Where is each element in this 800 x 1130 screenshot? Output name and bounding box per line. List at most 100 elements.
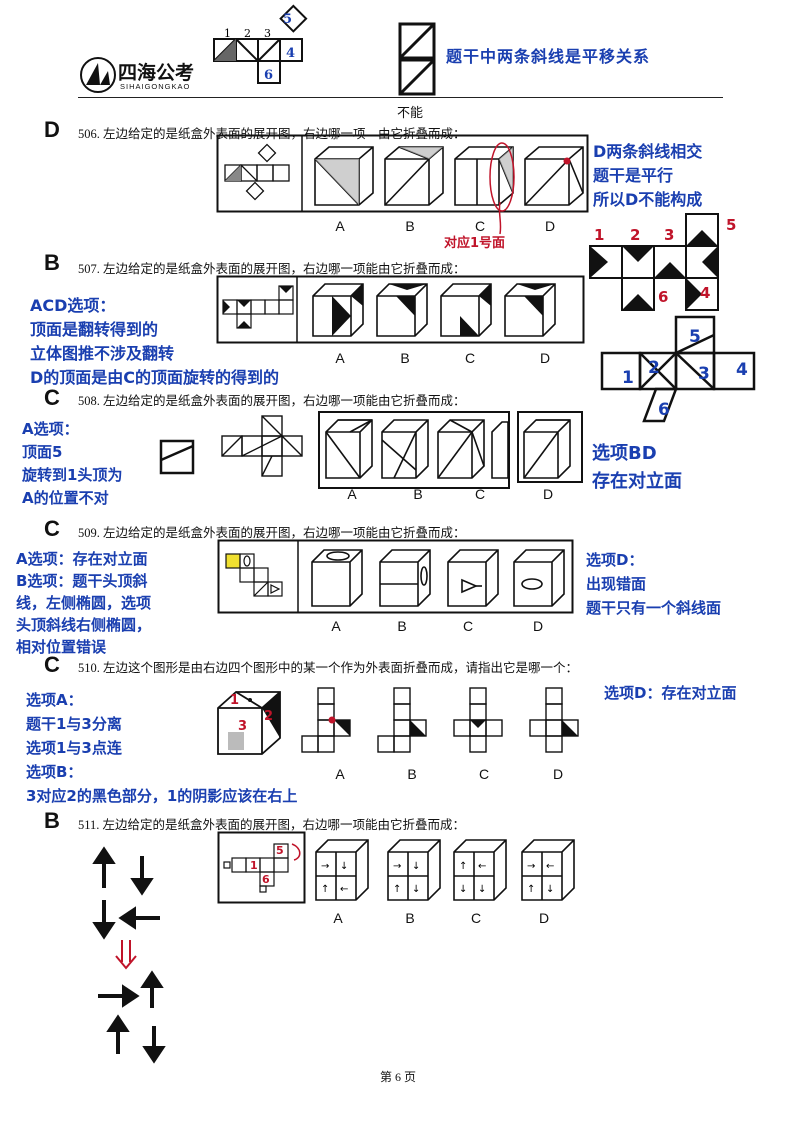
- svg-text:2: 2: [244, 27, 251, 40]
- question-507-figure: [216, 275, 585, 344]
- question-507-text: 507. 左边给定的是纸盒外表面的展开图，右边哪一项能由它折叠而成：: [78, 262, 466, 276]
- svg-text:1: 1: [230, 693, 239, 708]
- option-511-b[interactable]: B: [405, 910, 415, 926]
- svg-text:←: ←: [546, 861, 554, 872]
- svg-text:1: 1: [594, 226, 604, 244]
- note-506: D两条斜线相交 题干是平行 所以D不能构成: [593, 142, 703, 209]
- option-511-c[interactable]: C: [470, 910, 482, 926]
- logo-text: 四海公考: [118, 62, 195, 84]
- svg-text:1: 1: [622, 368, 634, 388]
- header-net-diagram: 1 2 3 4 5 6: [213, 4, 308, 84]
- svg-text:→: →: [321, 861, 329, 872]
- option-511-d[interactable]: D: [538, 910, 550, 926]
- option-509-c[interactable]: C: [462, 618, 474, 634]
- svg-text:↓: ↓: [412, 884, 420, 895]
- svg-text:↓: ↓: [459, 884, 467, 895]
- svg-text:3: 3: [238, 719, 247, 734]
- option-507-b[interactable]: B: [400, 350, 410, 366]
- option-506-a[interactable]: A: [335, 218, 345, 234]
- svg-text:→: →: [393, 861, 401, 872]
- question-506-figure: [216, 134, 589, 213]
- option-509-a[interactable]: A: [331, 618, 341, 634]
- svg-text:5: 5: [276, 844, 284, 857]
- option-506-d[interactable]: D: [544, 218, 556, 234]
- svg-text:2: 2: [630, 226, 640, 244]
- question-508-text: 508. 左边给定的是纸盒外表面的展开图，右边哪一项能由它折叠而成：: [78, 394, 466, 408]
- question-509-figure: [217, 539, 574, 614]
- option-506-b[interactable]: B: [405, 218, 415, 234]
- option-510-d[interactable]: D: [552, 766, 564, 782]
- option-509-d[interactable]: D: [532, 618, 544, 634]
- header-note: 题干中两条斜线是平移关系: [446, 47, 651, 66]
- page-number: 第 6 页: [380, 1070, 417, 1084]
- svg-text:5: 5: [689, 327, 701, 347]
- svg-text:3: 3: [698, 364, 710, 384]
- svg-text:5: 5: [726, 216, 736, 234]
- logo-icon: [80, 57, 116, 93]
- option-507-d[interactable]: D: [539, 350, 551, 366]
- option-508-d[interactable]: D: [542, 486, 554, 502]
- option-511-a[interactable]: A: [333, 910, 343, 926]
- answer-509: C: [44, 516, 60, 541]
- svg-text:3: 3: [264, 27, 271, 40]
- note-510: 选项A： 题干1与3分离 选项1与3点连 选项B： 3对应2的黑色部分，1的阴影…: [26, 691, 298, 805]
- svg-text:4: 4: [700, 284, 710, 302]
- option-510-c[interactable]: C: [478, 766, 490, 782]
- svg-text:←: ←: [340, 884, 348, 895]
- svg-text:6: 6: [658, 288, 668, 306]
- header-divider: [78, 97, 723, 98]
- note-508: A选项： 顶面5 旋转到1头顶为 A的位置不对: [22, 420, 123, 507]
- parallel-lines-diagram: [398, 22, 436, 96]
- question-508-figure-d: [517, 411, 583, 483]
- note-509: A选项：存在对立面 B选项：题干头顶斜 线，左侧椭圆，选项 头顶斜线右侧椭圆， …: [16, 550, 152, 656]
- svg-text:↑: ↑: [321, 884, 329, 895]
- right-note-510: 选项D：存在对立面: [604, 684, 737, 702]
- svg-text:6: 6: [264, 68, 273, 83]
- option-508-b[interactable]: B: [413, 486, 423, 502]
- svg-text:6: 6: [658, 400, 670, 420]
- svg-text:5: 5: [283, 12, 292, 27]
- svg-text:1: 1: [224, 27, 231, 40]
- logo-subtext: SIHAIGONGKAO: [120, 82, 191, 91]
- option-506-c[interactable]: C: [474, 218, 486, 234]
- question-510-figure: 1 2 3: [217, 687, 579, 755]
- option-508-a[interactable]: A: [347, 486, 357, 502]
- svg-text:1: 1: [250, 859, 258, 872]
- answer-506: D: [44, 117, 60, 142]
- red-note-506: 对应1号面: [444, 236, 506, 251]
- question-510-text: 510. 左边这个图形是由右边四个图形中的某一个作为外表面折叠而成，请指出它是哪…: [78, 661, 579, 675]
- svg-text:↑: ↑: [459, 861, 467, 872]
- question-508-numbered-net: 5 1 2 3 4 6: [600, 315, 756, 423]
- note-508-square-icon: [159, 439, 195, 475]
- svg-text:↓: ↓: [478, 884, 486, 895]
- note-507: ACD选项： 顶面是翻转得到的 立体图推不涉及翻转 D的顶面是由C的顶面旋转的得…: [30, 296, 280, 387]
- svg-text:3: 3: [664, 226, 674, 244]
- svg-text:↓: ↓: [412, 861, 420, 872]
- question-507-annotated-net: 1 2 3 5 6 4: [589, 213, 736, 311]
- svg-text:↓: ↓: [340, 861, 348, 872]
- option-509-b[interactable]: B: [397, 618, 407, 634]
- right-note-509: 选项D： 出现错面 题干只有一个斜线面: [586, 551, 722, 617]
- answer-507: B: [44, 250, 60, 275]
- svg-text:2: 2: [648, 358, 660, 378]
- answer-511: B: [44, 808, 60, 833]
- svg-text:↑: ↑: [527, 884, 535, 895]
- svg-text:↑: ↑: [393, 884, 401, 895]
- option-507-c[interactable]: C: [464, 350, 476, 366]
- question-509-text: 509. 左边给定的是纸盒外表面的展开图，右边哪一项能由它折叠而成：: [78, 526, 466, 540]
- option-507-a[interactable]: A: [335, 350, 345, 366]
- svg-text:↓: ↓: [546, 884, 554, 895]
- svg-text:4: 4: [736, 360, 748, 380]
- right-note-508: 选项BD 存在对立面: [592, 443, 682, 492]
- svg-text:←: ←: [478, 861, 486, 872]
- option-510-a[interactable]: A: [335, 766, 345, 782]
- option-508-c[interactable]: C: [474, 486, 486, 502]
- question-511-text: 511. 左边给定的是纸盒外表面的展开图，右边哪一项能由它折叠而成：: [78, 818, 466, 832]
- question-511-figure: 5 1 6 →↓↑← →↓↑↓ ↑←↓↓ →←↑↓: [217, 831, 575, 904]
- svg-text:6: 6: [262, 873, 270, 886]
- svg-text:4: 4: [286, 46, 295, 61]
- arrow-rotation-diagram: [92, 846, 166, 1064]
- question-506-text: 506. 左边给定的是纸盒外表面的展开图，右边哪一项 由它折叠而成：: [78, 127, 466, 141]
- cannot-label: 不能: [397, 106, 424, 121]
- option-510-b[interactable]: B: [407, 766, 417, 782]
